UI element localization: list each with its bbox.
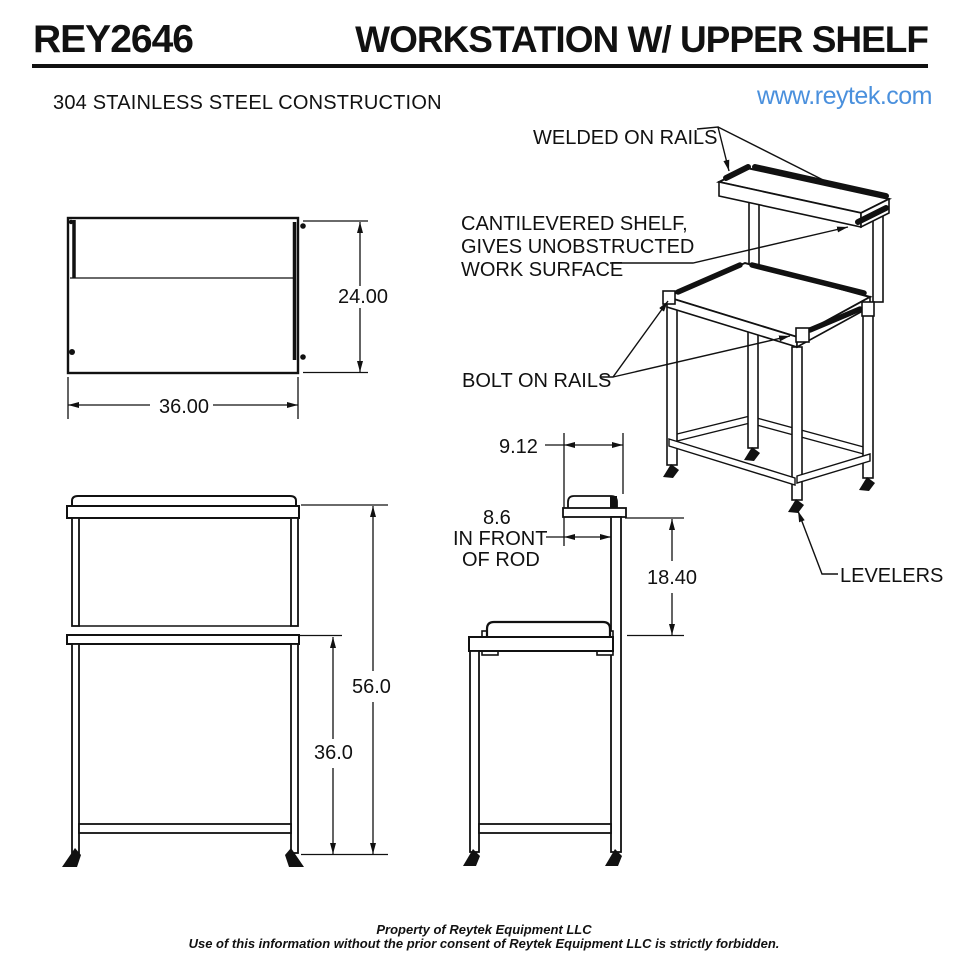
footer-line1: Property of Reytek Equipment LLC [376, 922, 592, 937]
side-view-dimensions-lower [625, 517, 684, 637]
dimension-shelf-overhang-note1: IN FRONT [453, 528, 548, 550]
top-view-drawing [66, 216, 306, 375]
annotation-welded-on-rails: WELDED ON RAILS [533, 127, 718, 149]
front-view-drawing [62, 495, 304, 867]
footer-line2: Use of this information without the prio… [188, 936, 780, 951]
front-view-dimensions [299, 504, 388, 856]
side-view-drawing [463, 495, 627, 866]
annotation-cantilevered-line3: WORK SURFACE [461, 259, 624, 281]
dimension-shelf-depth: 9.12 [499, 436, 538, 458]
top-view-dimensions [67, 220, 368, 419]
material-note: 304 STAINLESS STEEL CONSTRUCTION [53, 92, 442, 114]
website-link[interactable]: www.reytek.com [757, 82, 932, 110]
dimension-top-depth: 24.00 [336, 286, 391, 308]
annotation-cantilevered-line1: CANTILEVERED SHELF, [461, 213, 688, 235]
header-rule [32, 64, 928, 68]
leader-lines [600, 126, 849, 575]
iso-view-drawing [662, 164, 892, 513]
page-title: WORKSTATION W/ UPPER SHELF [355, 19, 929, 60]
dimension-overall-height: 56.0 [350, 676, 393, 698]
dimension-shelf-to-surface: 18.40 [645, 567, 700, 589]
annotation-levelers: LEVELERS [840, 565, 944, 587]
dimension-worksurface-height: 36.0 [312, 742, 355, 764]
annotation-bolt-on-rails: BOLT ON RAILS [462, 370, 612, 392]
footer-notice: Property of Reytek Equipment LLC Use of … [104, 923, 864, 951]
dimension-shelf-overhang: 8.6 [483, 507, 511, 529]
dimension-top-width: 36.00 [157, 396, 212, 418]
dimension-shelf-overhang-note2: OF ROD [462, 549, 540, 571]
annotation-cantilevered-line2: GIVES UNOBSTRUCTED [461, 236, 695, 258]
model-number: REY2646 [33, 18, 194, 61]
side-view-dimensions-upper [545, 433, 624, 546]
